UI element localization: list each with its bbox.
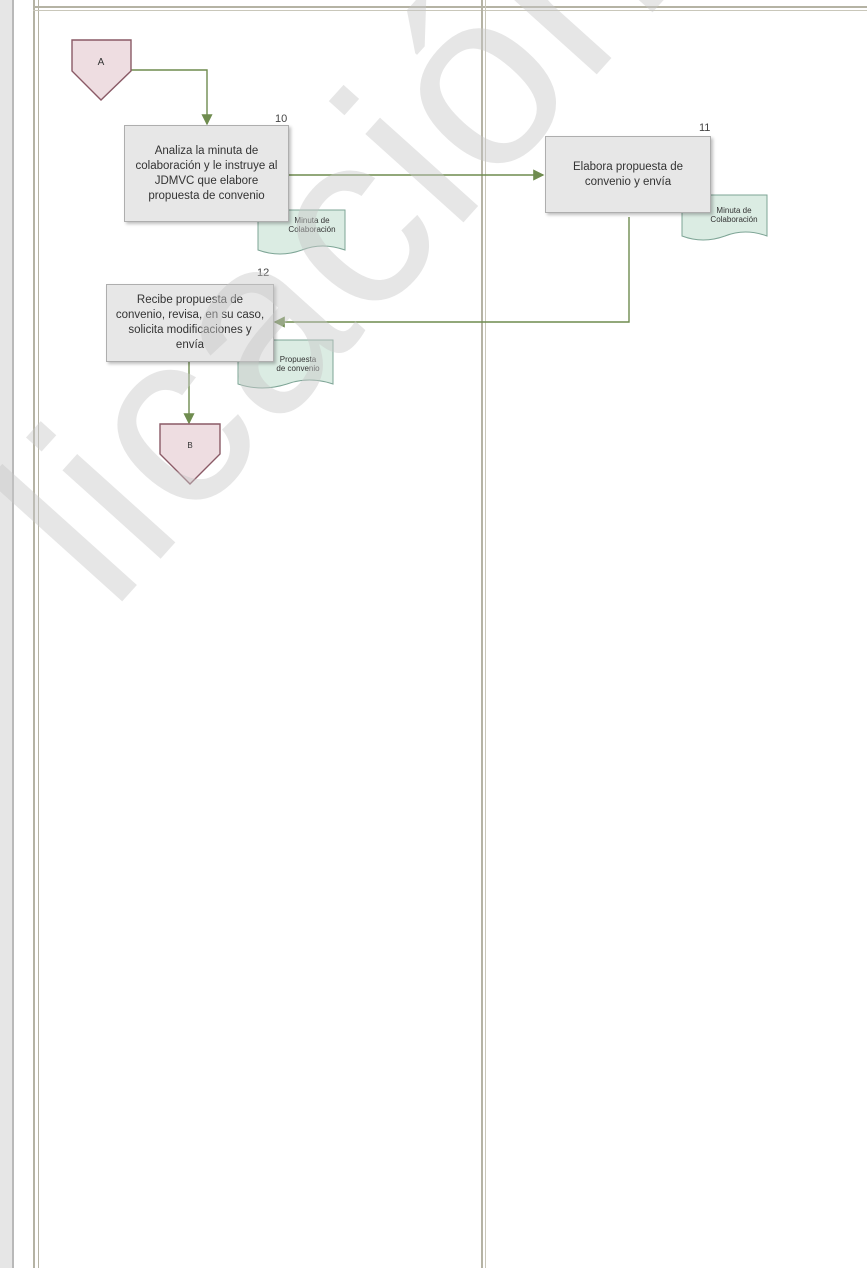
lane-border-left-inner xyxy=(38,0,39,1268)
step-10-number: 10 xyxy=(275,113,288,125)
left-margin-rule xyxy=(12,0,14,1268)
document-minuta-1-label: Minuta de Colaboración xyxy=(288,216,336,234)
lane-border-top-inner xyxy=(33,10,867,11)
step-10-box: Analiza la minuta de colaboración y le i… xyxy=(124,125,289,222)
lane-border-top xyxy=(33,6,867,8)
swimlane-divider-inner xyxy=(485,0,486,1268)
arrow-a-to-step10 xyxy=(130,69,213,126)
document-propuesta-label: Propuesta de convenio xyxy=(276,355,320,373)
left-margin-bar xyxy=(0,0,12,1268)
lane-border-left xyxy=(33,0,35,1268)
connector-b-label: B xyxy=(187,441,193,450)
step-12-box: Recibe propuesta de convenio, revisa, en… xyxy=(106,284,274,362)
arrow-step11-to-step12 xyxy=(273,217,630,328)
step-12-number: 12 xyxy=(257,267,270,279)
step-12-text: Recibe propuesta de convenio, revisa, en… xyxy=(115,294,265,351)
step-10-text: Analiza la minuta de colaboración y le i… xyxy=(135,144,278,202)
step-11-box: Elabora propuesta de convenio y envía xyxy=(545,136,711,213)
swimlane-divider xyxy=(481,0,483,1268)
document-minuta-2-label: Minuta de Colaboración xyxy=(710,206,758,224)
connector-b-shape xyxy=(159,423,221,485)
connector-a-label: A xyxy=(97,57,105,68)
step-11-text: Elabora propuesta de convenio y envía xyxy=(573,160,683,188)
step-11-number: 11 xyxy=(699,122,711,134)
connector-a-shape xyxy=(71,39,132,101)
